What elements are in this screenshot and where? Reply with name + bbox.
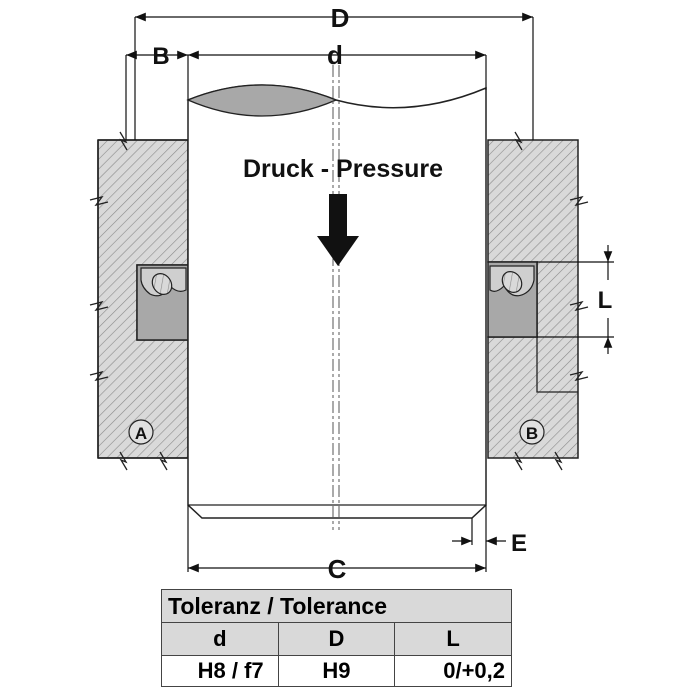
label-A: A [135, 424, 147, 443]
pressure-label: Druck - Pressure [243, 155, 443, 183]
header-d: d [161, 622, 279, 656]
right-seal [487, 261, 538, 338]
pressure-arrow [317, 194, 359, 266]
value-D: H9 [277, 655, 396, 687]
label-E: E [511, 530, 527, 557]
header-D: D [277, 622, 396, 656]
left-seal [136, 264, 189, 341]
tolerance-table: Toleranz / Tolerance d D L H8 / f7 H9 0/… [161, 589, 512, 687]
value-d: H8 / f7 [161, 655, 279, 687]
shaft [186, 65, 487, 530]
label-B-circle: B [526, 424, 538, 443]
label-D: D [331, 3, 350, 33]
label-C: C [328, 554, 347, 584]
label-d: d [327, 40, 343, 70]
header-L: L [394, 622, 512, 656]
tolerance-table-title: Toleranz / Tolerance [161, 589, 512, 623]
label-B-top: B [152, 43, 169, 70]
marker-a-circle [128, 419, 154, 445]
marker-b-circle [519, 419, 545, 445]
value-L: 0/+0,2 [394, 655, 512, 687]
label-L: L [598, 287, 613, 314]
left-housing [89, 131, 189, 471]
dimension-lines [125, 12, 614, 573]
